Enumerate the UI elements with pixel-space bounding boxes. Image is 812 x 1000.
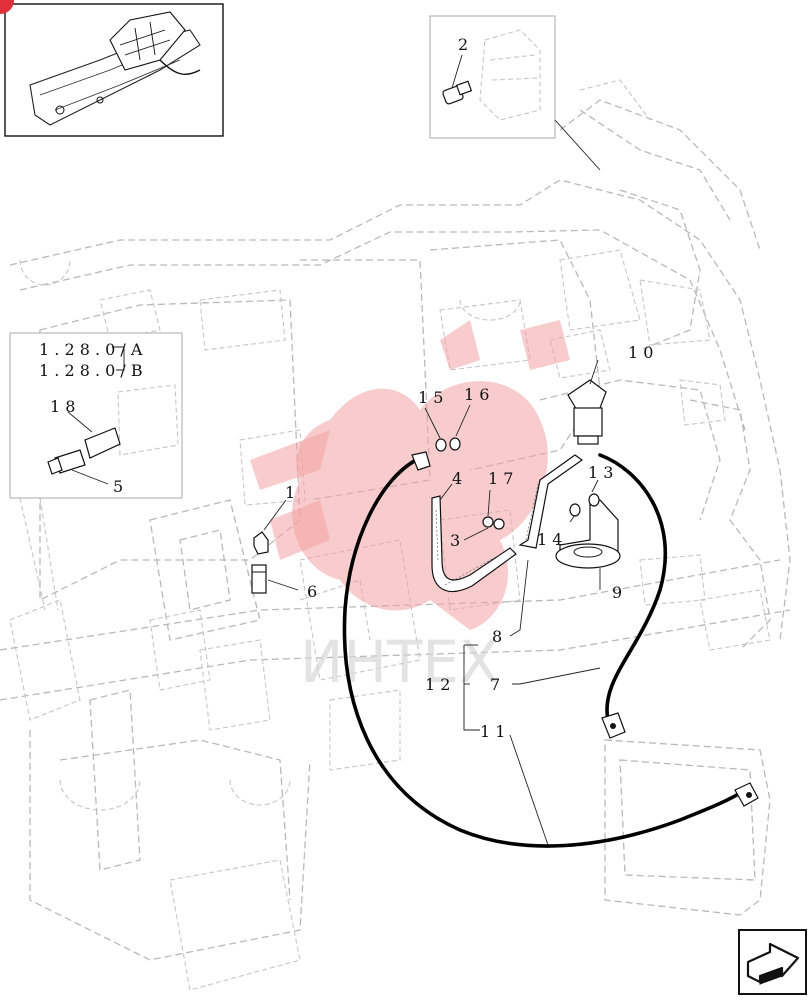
battery-cable-main (342, 458, 747, 848)
callout-3: 3 (450, 531, 460, 550)
locator-thumbnail[interactable] (0, 0, 224, 137)
callout-17: 1 7 (488, 469, 513, 488)
watermark-logo: ИНТЕХ (250, 320, 570, 696)
battery-cable-secondary (598, 453, 667, 722)
callout-5: 5 (113, 477, 123, 496)
callout-4: 4 (452, 469, 462, 488)
callout-7: 7 (490, 675, 500, 694)
callout-13: 1 3 (588, 463, 613, 482)
ground-strap-14 (518, 454, 584, 549)
callout-2: 2 (458, 35, 468, 54)
part-18-adapter (84, 427, 121, 459)
callout-11: 1 1 (480, 722, 505, 741)
callout-12: 1 2 (425, 675, 450, 694)
watermark-text: ИНТЕХ (300, 628, 499, 696)
callout-14: 1 4 (537, 530, 562, 549)
reference-b: 1 . 2 8 . 0 / B (39, 361, 143, 380)
part-10-battery-switch (567, 379, 607, 445)
callout-15: 1 5 (418, 388, 443, 407)
inset-detail-part-2 (429, 15, 601, 171)
cable-terminal-bottom (734, 782, 759, 807)
part-1-connector (253, 531, 269, 555)
callout-18: 1 8 (50, 397, 75, 416)
corner-badge (0, 0, 14, 14)
part-5-switch (47, 449, 86, 475)
part-9-bracket (555, 499, 621, 569)
part-6-adapter (251, 564, 267, 594)
ground-strap-4 (431, 495, 517, 593)
callout-6: 6 (307, 582, 317, 601)
cable-terminal-top (411, 451, 431, 471)
inset-detail-part-18 (9, 332, 183, 611)
callout-10: 1 0 (628, 343, 653, 362)
nav-arrow-icon[interactable] (738, 929, 807, 995)
leader-lines (424, 359, 601, 846)
reference-a: 1 . 2 8 . 0 / A (39, 340, 143, 359)
washers (435, 437, 600, 530)
callout-8: 8 (492, 627, 502, 646)
cable-terminal-secondary (601, 712, 626, 739)
callout-9: 9 (612, 583, 622, 602)
callout-1: 1 (285, 483, 295, 502)
callout-16: 1 6 (464, 385, 489, 404)
part-2-sensor (442, 80, 473, 105)
